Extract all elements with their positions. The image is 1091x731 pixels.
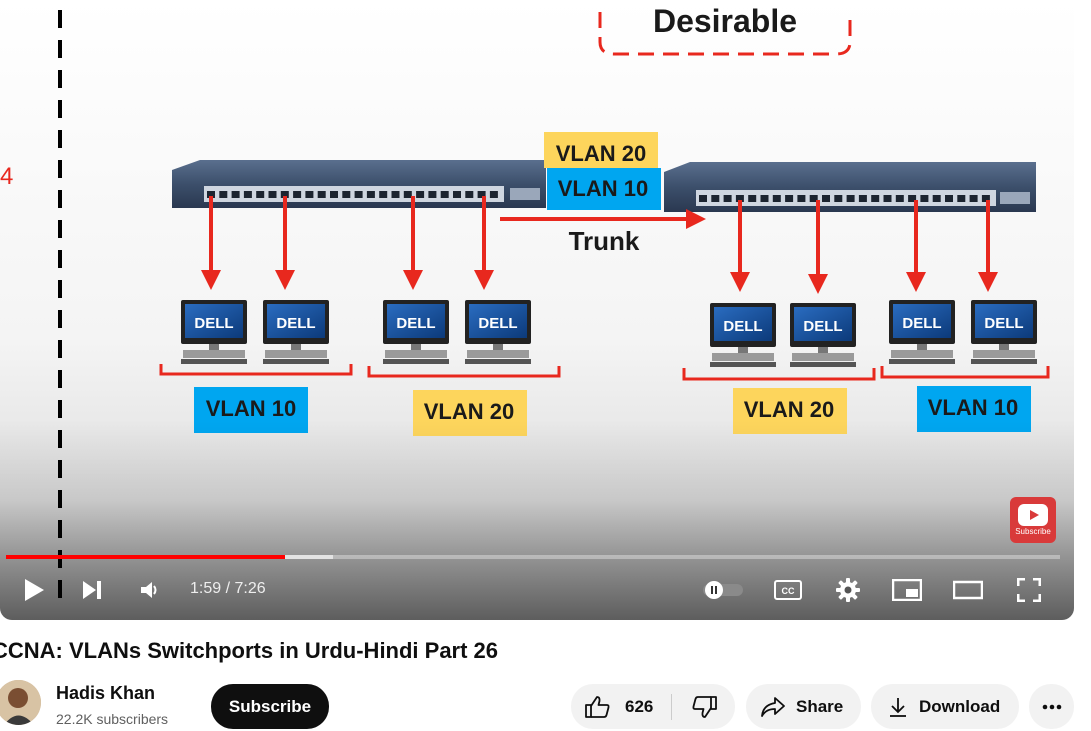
autoplay-toggle-icon (703, 581, 743, 599)
more-actions-button[interactable] (1029, 684, 1074, 729)
group-brackets (159, 364, 1050, 381)
player-controls: 1:59 / 7:26 CC (0, 566, 1074, 614)
youtube-logo-icon (1018, 504, 1048, 526)
share-button[interactable]: Share (746, 684, 861, 729)
trunk-vlan-20-label: VLAN 20 (556, 141, 646, 166)
watermark-label: Subscribe (1015, 527, 1051, 536)
thumbs-down-icon (692, 695, 717, 718)
progress-bar[interactable] (6, 555, 1060, 559)
like-button[interactable]: 626 (571, 684, 671, 729)
pc-brand-label: DELL (803, 318, 842, 335)
subscribe-button[interactable]: Subscribe (211, 684, 329, 729)
subscriber-count: 22.2K subscribers (56, 711, 169, 727)
time-display: 1:59 / 7:26 (190, 580, 266, 597)
dell-pc: DELL (181, 300, 247, 364)
pc-brand-label: DELL (276, 315, 315, 332)
more-horizontal-icon (1042, 704, 1061, 709)
channel-avatar[interactable] (0, 680, 41, 725)
like-count: 626 (625, 696, 654, 716)
trunk-vlan-20-tag (544, 132, 658, 168)
autoplay-toggle[interactable] (700, 574, 746, 606)
share-icon (761, 696, 785, 717)
download-label: Download (919, 696, 1001, 716)
theater-mode-icon (953, 580, 983, 600)
group-1-vlan-label: VLAN 10 (206, 396, 296, 421)
dell-pc: DELL (263, 300, 329, 364)
download-button[interactable]: Download (871, 684, 1019, 729)
group-2-vlan-label: VLAN 20 (424, 399, 514, 424)
video-title: CCNA: VLANs Switchports in Urdu-Hindi Pa… (0, 638, 499, 663)
next-icon (83, 581, 101, 599)
video-frame[interactable]: 4 Desirable VLAN 20 VLAN 10 Trunk (0, 0, 1074, 620)
trunk-vlan-10-label: VLAN 10 (558, 176, 648, 201)
trunk-label: Trunk (569, 226, 640, 256)
miniplayer-icon (892, 579, 922, 601)
volume-button[interactable] (132, 574, 168, 606)
avatar-image (0, 680, 41, 725)
gear-icon (836, 578, 860, 602)
group-4-vlan-label: VLAN 10 (928, 395, 1018, 420)
down-arrows (201, 196, 998, 294)
svg-text:CC: CC (782, 586, 795, 596)
dell-pc: DELL (710, 303, 776, 367)
dell-pc: DELL (971, 300, 1037, 364)
progress-played (6, 555, 286, 559)
captions-button[interactable]: CC (770, 574, 806, 606)
volume-icon (141, 582, 157, 598)
dislike-button[interactable] (672, 684, 735, 729)
dell-pc: DELL (383, 300, 449, 364)
switch-right (664, 162, 1036, 212)
group-3-vlan-label: VLAN 20 (744, 397, 834, 422)
pc-brand-label: DELL (396, 315, 435, 332)
thumbs-up-icon (585, 695, 610, 718)
miniplayer-button[interactable] (889, 574, 925, 606)
next-button[interactable] (74, 574, 110, 606)
captions-icon: CC (774, 580, 802, 600)
play-icon (25, 579, 44, 601)
trunk-vlan-10-tag (547, 168, 661, 210)
play-button[interactable] (16, 574, 52, 606)
dell-pc: DELL (465, 300, 531, 364)
fullscreen-icon (1017, 578, 1041, 602)
slide-edge-char: 4 (0, 163, 13, 190)
dell-pc: DELL (889, 300, 955, 364)
pc-group: DELL DELL DELL DELL DELL DELL DELL DELL (181, 300, 1037, 367)
pc-brand-label: DELL (194, 315, 233, 332)
desirable-label: Desirable (653, 3, 797, 39)
channel-name[interactable]: Hadis Khan (56, 683, 156, 703)
settings-button[interactable] (830, 574, 866, 606)
video-player[interactable]: 4 Desirable VLAN 20 VLAN 10 Trunk (0, 0, 1074, 620)
desirable-box (598, 12, 852, 56)
pc-brand-label: DELL (902, 315, 941, 332)
subscribe-watermark[interactable]: Subscribe (1010, 497, 1056, 543)
theater-mode-button[interactable] (950, 574, 986, 606)
pc-brand-label: DELL (723, 318, 762, 335)
share-label: Share (796, 696, 844, 716)
download-icon (890, 697, 906, 717)
switch-left (172, 160, 546, 208)
like-dislike-bar: 626 (571, 684, 735, 729)
pc-brand-label: DELL (478, 315, 517, 332)
like-divider (671, 693, 672, 720)
fullscreen-button[interactable] (1011, 574, 1047, 606)
pc-brand-label: DELL (984, 315, 1023, 332)
dell-pc: DELL (790, 303, 856, 367)
